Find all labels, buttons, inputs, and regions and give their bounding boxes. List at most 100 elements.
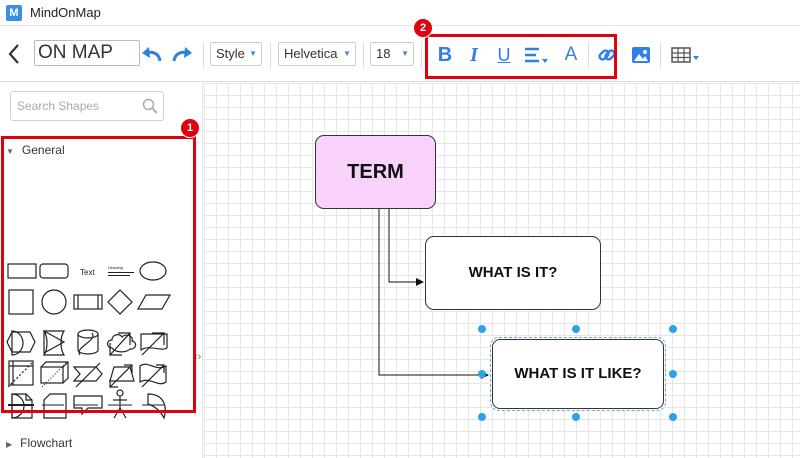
image-icon	[632, 47, 650, 63]
shape-triangle[interactable]	[43, 329, 66, 355]
shape-arrow-head	[152, 332, 165, 345]
toolbar-divider	[660, 42, 661, 68]
shape-half-circle[interactable]	[11, 393, 25, 419]
resize-handle-top[interactable]	[572, 325, 580, 333]
toolbar-divider	[588, 42, 589, 68]
insert-table-button[interactable]	[670, 42, 700, 68]
flowchart-section-header[interactable]: ▶ Flowchart	[6, 436, 72, 450]
shape-rounded-rectangle[interactable]	[39, 263, 69, 279]
shape-dotted-line[interactable]	[7, 362, 33, 388]
shape-process[interactable]	[73, 294, 103, 310]
shape-directional-line[interactable]	[141, 364, 165, 388]
connector-term-to-like[interactable]	[378, 209, 489, 379]
font-color-button[interactable]: A	[564, 44, 578, 65]
undo-icon	[142, 47, 162, 62]
caret-down-icon: ▼	[401, 49, 409, 58]
shape-cube[interactable]	[40, 361, 69, 384]
connector-term-to-what[interactable]	[388, 209, 424, 286]
triangle-down-icon: ▼	[6, 147, 14, 156]
font-family-label: Helvetica	[284, 46, 338, 61]
resize-handle-top-right[interactable]	[669, 325, 677, 333]
shape-delay[interactable]	[11, 330, 24, 356]
caret-down-icon: ▼	[343, 49, 351, 58]
shape-circle[interactable]	[41, 289, 67, 315]
toolbar-divider	[363, 42, 364, 68]
topic-node-what-is-it[interactable]: WHAT IS IT?	[425, 236, 601, 310]
sidebar-collapse-icon[interactable]: ‹›	[194, 351, 202, 363]
insert-image-button[interactable]	[630, 42, 652, 68]
general-shapes-grid-lower	[7, 330, 165, 388]
redo-icon	[172, 47, 192, 62]
resize-handle-bottom-right[interactable]	[669, 413, 677, 421]
callout-badge-2: 2	[413, 18, 433, 38]
toolbar-divider	[203, 42, 204, 68]
shape-arrow[interactable]	[141, 332, 165, 356]
shape-dashed-line[interactable]	[41, 362, 67, 388]
chevron-left-icon	[8, 44, 19, 64]
shape-square[interactable]	[8, 289, 34, 315]
shape-line[interactable]	[75, 362, 101, 388]
bold-button[interactable]: B	[437, 44, 453, 66]
connector-layer	[378, 209, 489, 379]
caret-down-icon: ▼	[249, 49, 257, 58]
topic-node-label: WHAT IS IT LIKE?	[514, 365, 642, 382]
undo-button[interactable]	[140, 44, 164, 66]
resize-handle-bottom[interactable]	[572, 413, 580, 421]
font-size-dropdown[interactable]: 18 ▼	[370, 42, 414, 66]
underline-button[interactable]: U	[497, 45, 511, 65]
shape-text[interactable]: Text	[80, 268, 95, 277]
back-button[interactable]	[4, 40, 24, 68]
shape-bidirectional-line[interactable]	[109, 364, 133, 388]
app-title: MindOnMap	[30, 5, 101, 20]
align-button[interactable]	[522, 42, 550, 68]
shape-internal-storage[interactable]	[8, 360, 34, 386]
shape-hexagon[interactable]	[6, 331, 36, 353]
shape-heading-line	[108, 275, 130, 276]
resize-handle-right[interactable]	[669, 370, 677, 378]
shape-bidirectional-tail	[109, 379, 118, 388]
resize-handle-left[interactable]	[478, 370, 486, 378]
shape-double-arrow[interactable]	[109, 332, 131, 356]
italic-button[interactable]: I	[470, 44, 478, 66]
shape-parallelogram[interactable]	[136, 294, 172, 310]
topic-node-what-is-it-like[interactable]: WHAT IS IT LIKE?	[490, 337, 666, 411]
shape-ellipse[interactable]	[139, 261, 167, 281]
font-size-label: 18	[376, 46, 391, 61]
shape-actor[interactable]	[113, 389, 127, 419]
link-button[interactable]	[596, 42, 618, 68]
mind-map-canvas[interactable]: TERM WHAT IS IT? WHAT IS IT LIKE?	[204, 83, 800, 458]
general-section-header[interactable]: ▼ General	[6, 143, 65, 157]
shape-double-arrow-tail	[109, 343, 122, 356]
resize-handle-top-left[interactable]	[478, 325, 486, 333]
selected-node-border	[492, 339, 664, 409]
search-shapes-input[interactable]: Search Shapes	[10, 91, 164, 121]
table-icon	[671, 47, 699, 63]
shape-library-sidebar: Search Shapes ▼ General	[0, 83, 203, 458]
shape-cloud[interactable]	[106, 334, 137, 353]
shape-heading[interactable]: Heading	[108, 265, 123, 270]
shape-diamond[interactable]	[107, 289, 133, 315]
resize-handle-bottom-left[interactable]	[478, 413, 486, 421]
app-logo-icon: M	[6, 5, 22, 21]
shape-card[interactable]	[43, 393, 67, 419]
shape-double-arrow-head	[118, 332, 131, 345]
triangle-right-icon: ▶	[6, 440, 13, 449]
shape-display[interactable]	[42, 330, 66, 356]
document-title-input[interactable]: ON MAP	[34, 40, 140, 66]
font-family-dropdown[interactable]: Helvetica ▼	[278, 42, 356, 66]
topic-node-term[interactable]: TERM	[315, 135, 436, 209]
callout-badge-1: 1	[180, 118, 200, 138]
shape-rectangle[interactable]	[7, 263, 37, 279]
shape-tape[interactable]	[139, 363, 167, 385]
shape-heading-line	[108, 272, 134, 273]
shape-curve[interactable]	[78, 332, 94, 356]
flowchart-section-label: Flowchart	[20, 436, 73, 450]
search-icon	[142, 98, 158, 114]
shape-document[interactable]	[140, 333, 168, 352]
link-icon	[598, 49, 616, 61]
connector-shapes-row	[8, 404, 164, 406]
general-section-label: General	[21, 143, 65, 157]
style-dropdown[interactable]: Style ▼	[210, 42, 262, 66]
shape-directional-head	[156, 364, 165, 373]
redo-button[interactable]	[170, 44, 194, 66]
